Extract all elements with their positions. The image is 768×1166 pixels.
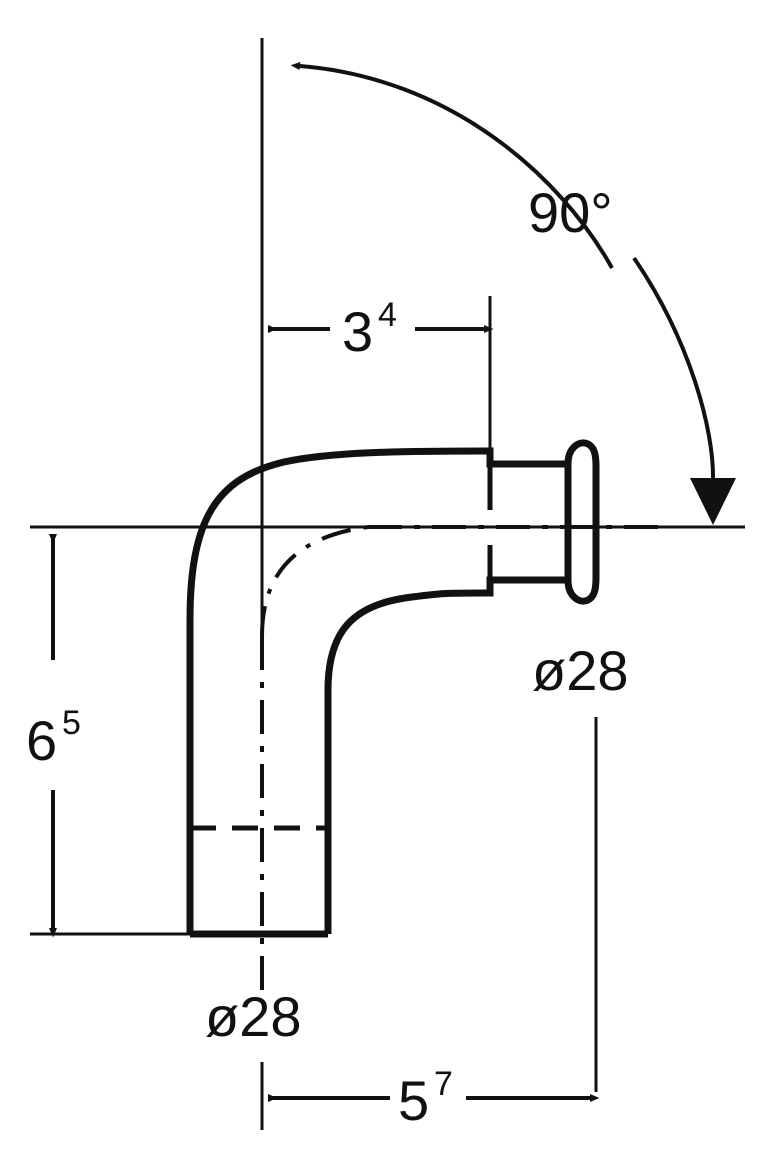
dim-label-5-7-whole: 5 <box>398 1069 429 1132</box>
dimension-angle: 90° <box>290 62 736 525</box>
dim-label-3-4-whole: 3 <box>342 300 373 363</box>
center-lines <box>260 525 660 1000</box>
pipe-elbow-body <box>186 447 487 938</box>
pipe-inner-profile <box>324 589 487 934</box>
socket-top-profile <box>486 447 568 468</box>
dim-label-3-4-superscript: 4 <box>378 296 397 334</box>
pipe-outer-profile <box>186 447 487 934</box>
dimension-overall-width: 5 7 <box>268 1065 600 1132</box>
dim-label-6-5-superscript: 5 <box>62 704 81 742</box>
diameter-label-outlet: ø28 <box>532 639 629 702</box>
socket-bottom-profile <box>486 576 568 597</box>
angle-dimension-arc-lower <box>632 256 716 481</box>
dim-label-5-7-superscript: 7 <box>434 1065 453 1103</box>
dimension-horizontal-offset: 3 4 <box>268 296 494 363</box>
socket-end-bead <box>564 439 600 605</box>
diameter-callouts: ø28 ø28 <box>205 639 629 1048</box>
diameter-label-inlet: ø28 <box>205 985 302 1048</box>
angle-dimension-arc-upper <box>290 62 614 269</box>
socket-press-fitting <box>486 439 600 605</box>
dim-label-6-5-whole: 6 <box>26 709 57 772</box>
extension-lines <box>30 38 745 1130</box>
dimension-vertical-length: 6 5 <box>26 534 81 938</box>
centerline-bend-arc <box>260 525 369 637</box>
angle-label: 90° <box>528 181 613 244</box>
angle-dimension-arrowhead-down <box>690 478 736 525</box>
